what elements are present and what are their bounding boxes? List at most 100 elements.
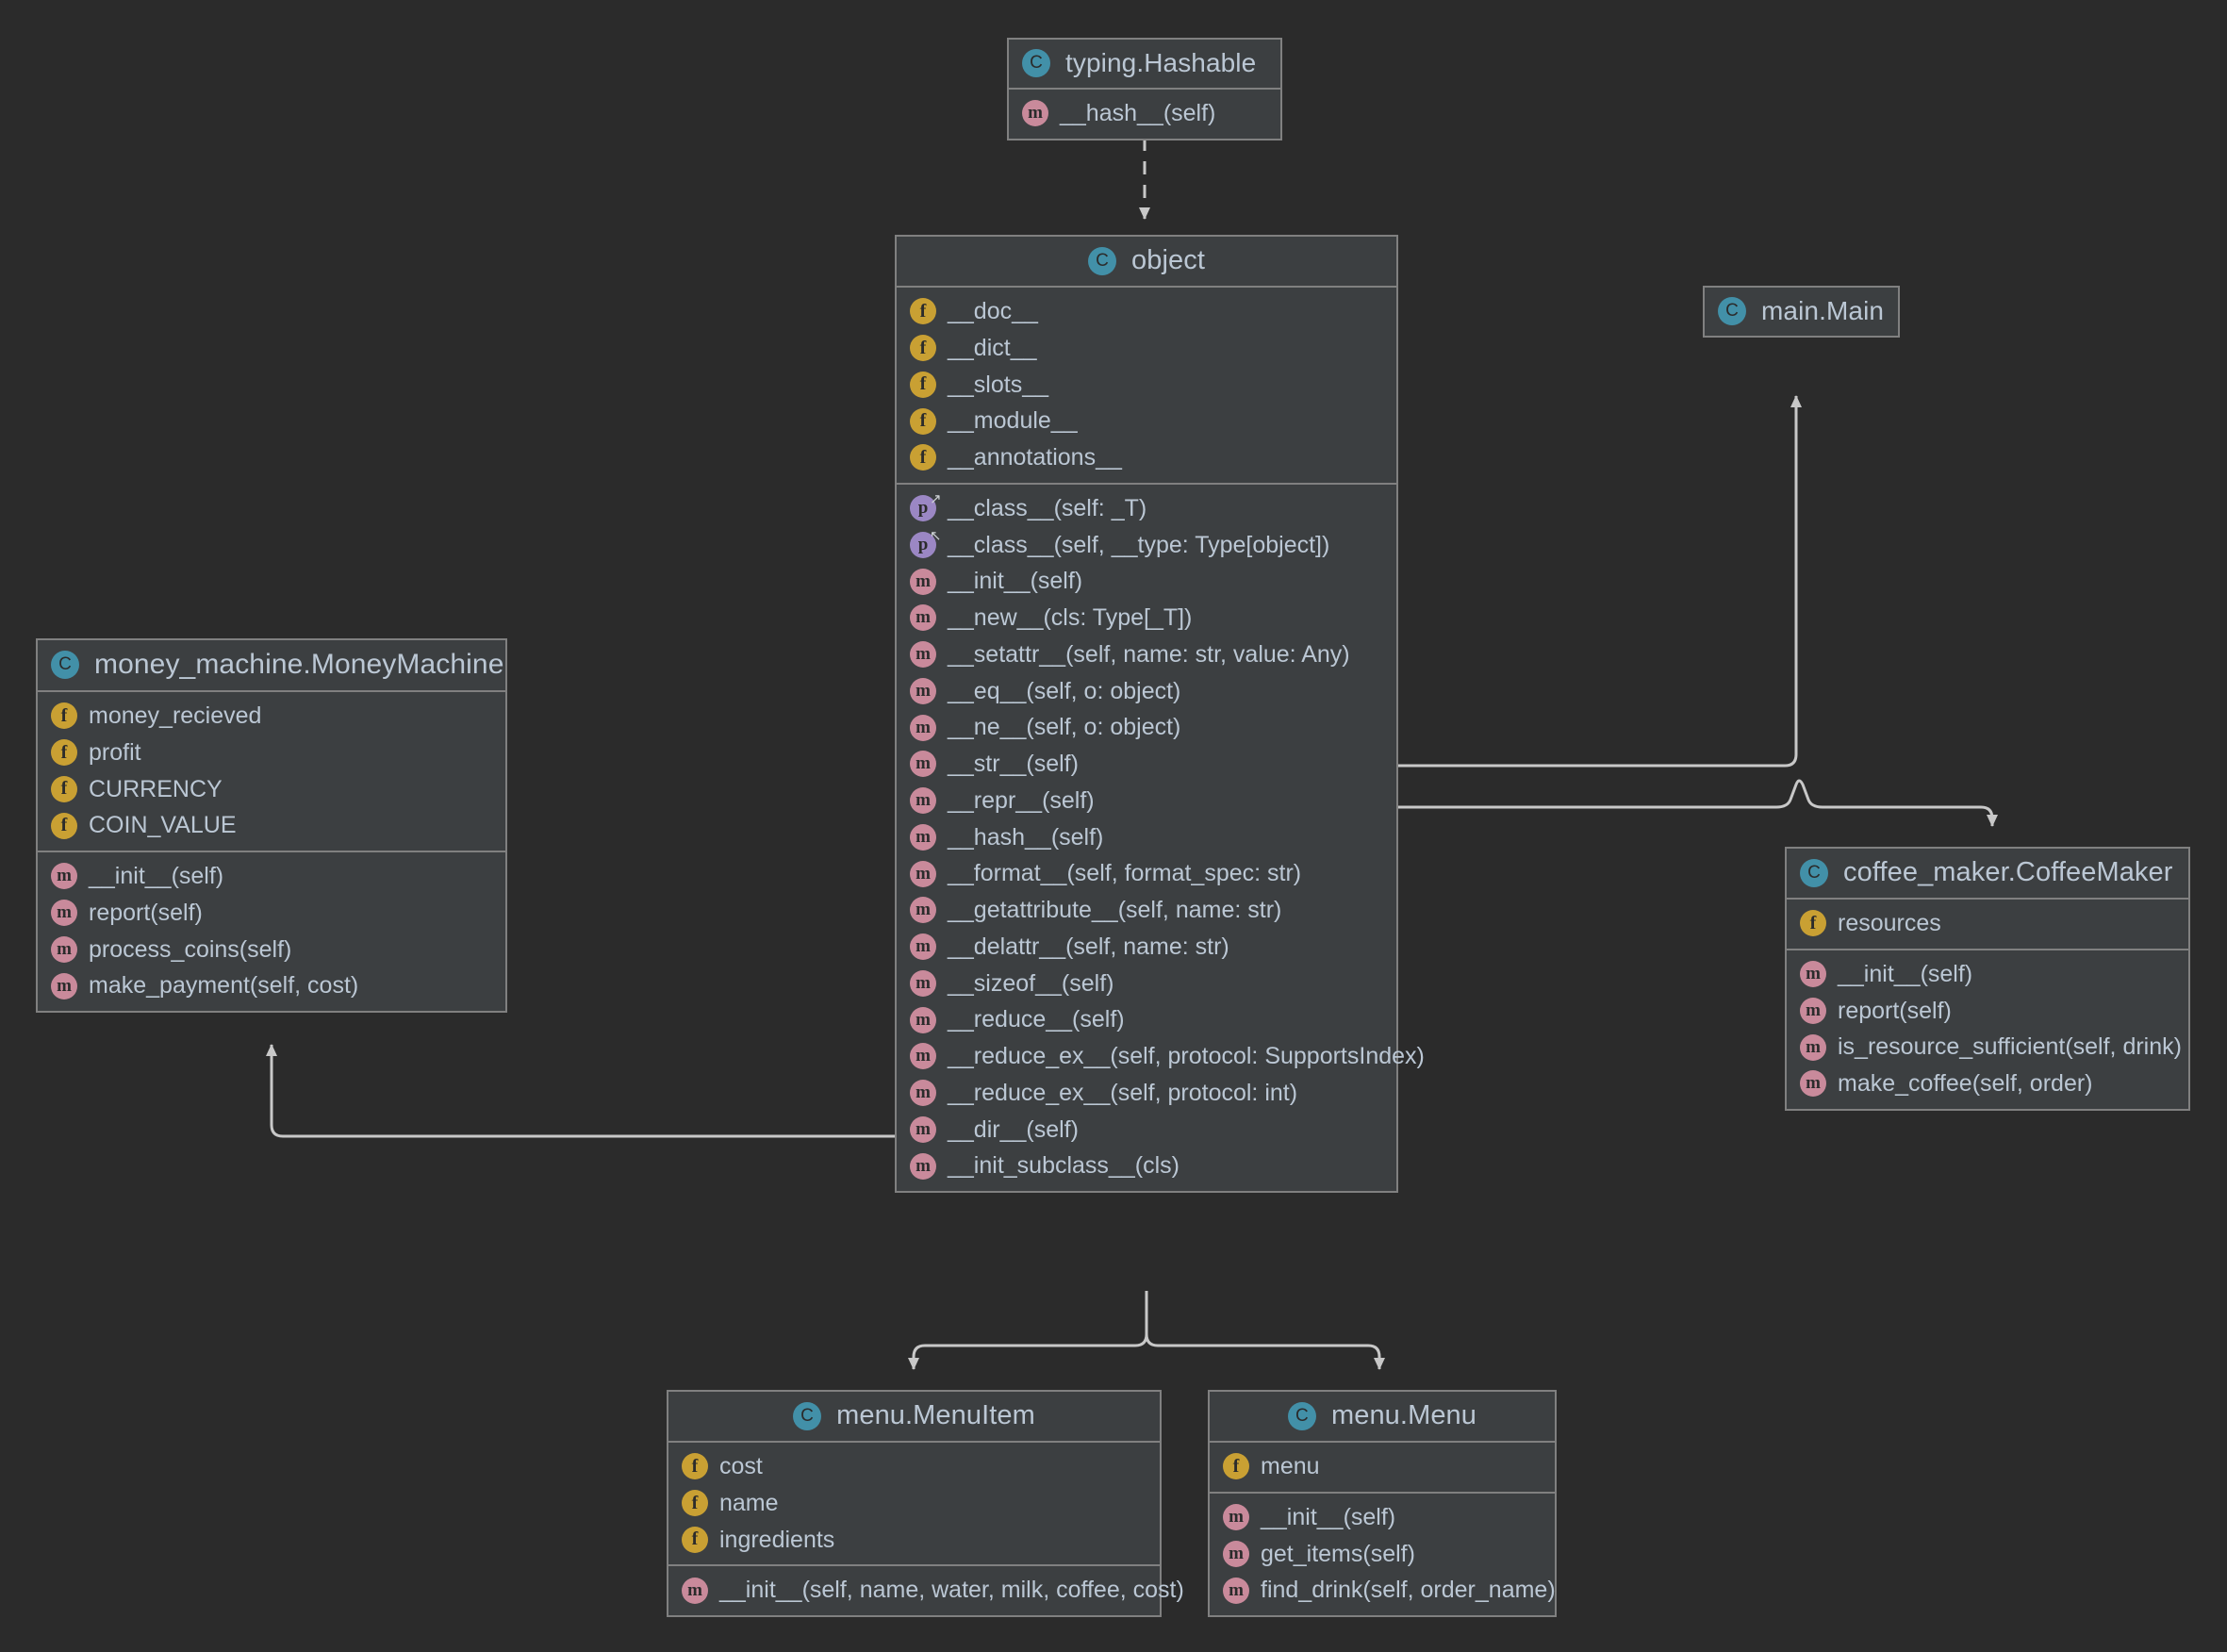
class-node-coffee-maker[interactable]: C coffee_maker.CoffeeMaker f resources m…	[1785, 847, 2190, 1111]
field-icon: f	[1223, 1453, 1249, 1480]
method-row[interactable]: m __delattr__(self, name: str)	[897, 929, 1396, 966]
method-row[interactable]: m __reduce_ex__(self, protocol: int)	[897, 1075, 1396, 1112]
field-row[interactable]: f profit	[38, 735, 505, 771]
field-row[interactable]: f COIN_VALUE	[38, 807, 505, 844]
method-icon: m	[910, 1152, 936, 1180]
method-row[interactable]: m __getattribute__(self, name: str)	[897, 892, 1396, 929]
field-label: __slots__	[948, 371, 1049, 398]
method-label: process_coins(self)	[89, 935, 292, 963]
method-row[interactable]: m __init__(self)	[1787, 956, 2188, 993]
method-row[interactable]: m __eq__(self, o: object)	[897, 673, 1396, 710]
field-row[interactable]: f __dict__	[897, 330, 1396, 367]
method-row[interactable]: m __init__(self)	[897, 563, 1396, 600]
method-label: get_items(self)	[1261, 1540, 1415, 1567]
method-label: is_resource_sufficient(self, drink)	[1838, 1033, 2182, 1061]
method-row[interactable]: m make_coffee(self, order)	[1787, 1066, 2188, 1102]
method-row[interactable]: m __reduce_ex__(self, protocol: Supports…	[897, 1038, 1425, 1075]
field-row[interactable]: f __doc__	[897, 293, 1396, 330]
method-row[interactable]: m __repr__(self)	[897, 783, 1396, 819]
field-row[interactable]: f cost	[668, 1448, 1160, 1485]
method-label: __init__(self)	[89, 863, 224, 889]
method-icon: m	[51, 863, 77, 890]
class-icon: C	[1022, 49, 1050, 77]
method-row[interactable]: m __sizeof__(self)	[897, 966, 1396, 1002]
fields-section: f cost f name f ingredients	[668, 1441, 1160, 1564]
field-icon: f	[682, 1526, 708, 1553]
method-row[interactable]: m __init__(self)	[1210, 1499, 1555, 1536]
class-node-menu-menuitem[interactable]: C menu.MenuItem f cost f name f ingredie…	[667, 1390, 1184, 1617]
class-icon: C	[1287, 1401, 1316, 1430]
field-icon: f	[51, 775, 77, 802]
property-row[interactable]: p↖ __class__(self, __type: Type[object])	[897, 527, 1396, 564]
methods-section: m __init__(self) m report(self) m is_res…	[1787, 948, 2188, 1109]
method-icon: m	[910, 677, 936, 704]
method-row[interactable]: m __format__(self, format_spec: str)	[897, 855, 1396, 892]
methods-section: p↗ __class__(self: _T) p↖ __class__(self…	[897, 482, 1425, 1191]
field-row[interactable]: f resources	[1787, 905, 2188, 942]
method-row[interactable]: m __init__(self)	[38, 858, 505, 895]
method-row[interactable]: m __str__(self)	[897, 746, 1396, 783]
class-node-money-machine[interactable]: C money_machine.MoneyMachine f money_rec…	[36, 638, 507, 1013]
setter-arrow-icon: ↖	[930, 526, 942, 544]
method-icon: m	[51, 935, 77, 963]
method-row[interactable]: m __dir__(self)	[897, 1112, 1396, 1148]
field-row[interactable]: f __slots__	[897, 367, 1396, 404]
method-row[interactable]: m __hash__(self)	[1009, 95, 1280, 132]
field-label: resources	[1838, 910, 1941, 936]
field-row[interactable]: f money_recieved	[38, 698, 505, 735]
class-title-row: C menu.Menu	[1210, 1392, 1555, 1441]
field-icon: f	[910, 407, 936, 435]
method-row[interactable]: m __setattr__(self, name: str, value: An…	[897, 636, 1396, 673]
method-row[interactable]: m __hash__(self)	[897, 819, 1396, 856]
method-row[interactable]: m report(self)	[38, 895, 505, 932]
class-node-object[interactable]: C object f __doc__ f __dict__ f __slots_…	[895, 235, 1425, 1193]
field-row[interactable]: f CURRENCY	[38, 771, 505, 808]
method-icon: m	[1800, 1033, 1826, 1061]
class-title: menu.Menu	[1330, 1400, 1477, 1430]
field-label: profit	[89, 738, 141, 766]
method-icon: m	[910, 969, 936, 997]
method-row[interactable]: m find_drink(self, order_name)	[1210, 1572, 1556, 1609]
class-node-main-main[interactable]: C main.Main	[1703, 286, 1900, 338]
method-row[interactable]: m __init__(self, name, water, milk, coff…	[668, 1572, 1184, 1609]
method-icon: m	[910, 860, 936, 887]
field-row[interactable]: f name	[668, 1485, 1160, 1522]
class-title-row: C money_machine.MoneyMachine	[38, 640, 505, 690]
method-row[interactable]: m get_items(self)	[1210, 1536, 1555, 1573]
field-row[interactable]: f menu	[1210, 1448, 1555, 1485]
method-label: __init__(self)	[948, 568, 1083, 595]
field-icon: f	[910, 335, 936, 362]
class-title-row: C menu.MenuItem	[668, 1392, 1160, 1441]
method-label: __reduce_ex__(self, protocol: int)	[948, 1079, 1298, 1106]
method-row[interactable]: m process_coins(self)	[38, 932, 505, 968]
fields-section: f money_recieved f profit f CURRENCY f C…	[38, 690, 505, 851]
method-label: __reduce__(self)	[948, 1006, 1125, 1033]
field-label: __annotations__	[948, 444, 1122, 471]
method-icon: m	[910, 1080, 936, 1107]
field-icon: f	[1800, 910, 1826, 937]
field-row[interactable]: f ingredients	[668, 1522, 1160, 1559]
class-node-typing-hashable[interactable]: C typing.Hashable m __hash__(self)	[1007, 38, 1282, 140]
method-label: make_coffee(self, order)	[1838, 1070, 2093, 1097]
method-icon: m	[910, 787, 936, 815]
method-row[interactable]: m is_resource_sufficient(self, drink)	[1787, 1029, 2188, 1066]
field-row[interactable]: f __module__	[897, 403, 1396, 439]
property-row[interactable]: p↗ __class__(self: _T)	[897, 490, 1396, 527]
method-icon: m	[910, 568, 936, 595]
method-row[interactable]: m __ne__(self, o: object)	[897, 709, 1396, 746]
class-title-row: C object	[897, 237, 1396, 286]
method-label: __init__(self, name, water, milk, coffee…	[719, 1577, 1184, 1604]
method-row[interactable]: m __init_subclass__(cls)	[897, 1148, 1396, 1184]
method-row[interactable]: m make_payment(self, cost)	[38, 967, 505, 1004]
method-label: __new__(cls: Type[_T])	[948, 604, 1193, 631]
method-row[interactable]: m __new__(cls: Type[_T])	[897, 600, 1396, 636]
class-node-menu-menu[interactable]: C menu.Menu f menu m __init__(self) m ge…	[1208, 1390, 1557, 1617]
method-row[interactable]: m report(self)	[1787, 993, 2188, 1030]
class-icon: C	[1718, 297, 1746, 325]
method-label: __eq__(self, o: object)	[948, 677, 1181, 704]
method-row[interactable]: m __reduce__(self)	[897, 1001, 1396, 1038]
field-row[interactable]: f __annotations__	[897, 439, 1396, 476]
method-label: find_drink(self, order_name)	[1261, 1577, 1556, 1604]
method-icon: m	[910, 897, 936, 924]
